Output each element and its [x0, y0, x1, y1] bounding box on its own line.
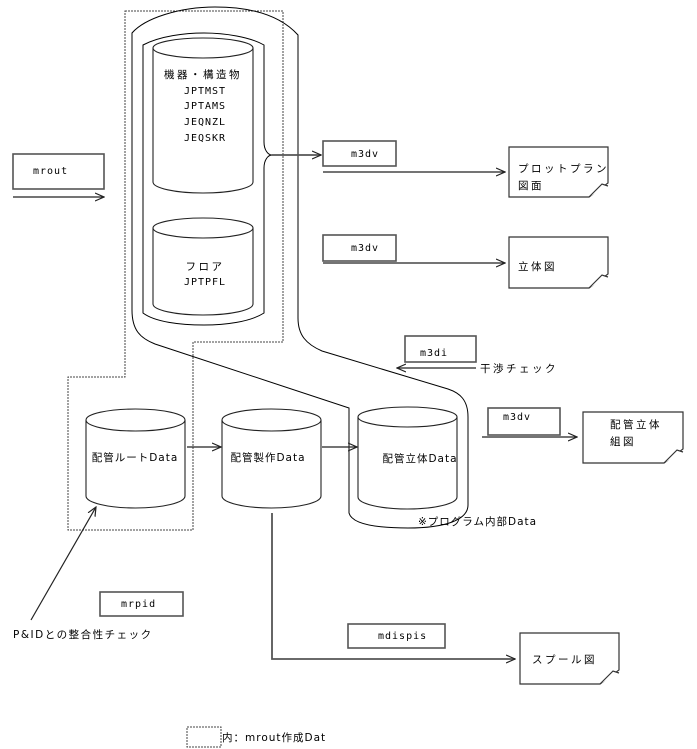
m3di-tool-label: m3di [420, 348, 448, 359]
spool-document: スプール図 [519, 632, 620, 685]
db-item: JPTAMS [184, 101, 226, 112]
pipe-3d-database: 配管立体Data [357, 406, 458, 510]
legend-label: 内：mrout作成Dat [222, 731, 326, 744]
m3dv-3d-tool-label: m3dv [351, 243, 379, 254]
three-d-view-document: 立体図 [508, 236, 609, 289]
mdispis-tool-box [347, 623, 446, 649]
equipment-database: 機器・構造物 JPTMST JPTAMS JEQNZL JEQSKR [152, 37, 254, 194]
pipe-3d-database-label: 配管立体Data [382, 452, 457, 465]
plot-plan-document: プロットプラン 図面 [508, 146, 609, 198]
db-item: JEQNZL [184, 117, 226, 128]
m3dv-assembly-tool-box [487, 407, 561, 436]
pipe-assembly-label-line2: 組図 [610, 435, 636, 448]
mrpid-tool-box [99, 591, 184, 617]
interference-check-label: 干渉チェック [480, 362, 558, 375]
floor-database-title: フロア [186, 261, 225, 273]
mrout-tool-label: mrout [33, 166, 68, 177]
master-data-outline [142, 32, 273, 326]
spool-arrow [271, 513, 515, 659]
m3dv-plot-tool-box [322, 140, 397, 167]
legend: 内：mrout作成Dat [186, 726, 326, 748]
spool-label: スプール図 [532, 654, 597, 666]
mrout-data-region [67, 10, 284, 531]
legend-dashed-box [186, 726, 222, 748]
pipe-assembly-label-line1: 配管立体 [610, 418, 662, 431]
pid-check-label: P&IDとの整合性チェック [13, 628, 153, 641]
db-item: JPTMST [184, 86, 226, 97]
pipe-assembly-document: 配管立体 組図 [582, 411, 684, 464]
three-d-view-label: 立体図 [518, 260, 557, 273]
pipe-fabrication-database: 配管製作Data [221, 408, 322, 509]
plot-plan-label-line2: 図面 [518, 180, 544, 192]
pipe-route-database: 配管ルートData [85, 408, 186, 509]
plot-plan-label-line1: プロットプラン [518, 163, 609, 175]
m3dv-3d-tool-box [322, 234, 397, 262]
mrout-tool-box [12, 153, 105, 190]
mdispis-tool-label: mdispis [378, 631, 427, 642]
m3dv-plot-tool-label: m3dv [351, 149, 379, 160]
db-item: JEQSKR [184, 133, 226, 144]
pipe-route-database-label: 配管ルートData [92, 451, 179, 464]
equipment-database-title: 機器・構造物 [164, 68, 242, 81]
program-internal-outline [131, 6, 469, 529]
m3dv-assembly-tool-label: m3dv [503, 412, 531, 423]
pid-check-arrow [30, 507, 96, 621]
pipe-fabrication-database-label: 配管製作Data [230, 451, 305, 464]
mrpid-tool-label: mrpid [121, 599, 156, 610]
m3di-tool-box [404, 335, 477, 363]
db-item: JPTPFL [184, 277, 226, 288]
floor-database: フロア JPTPFL [152, 217, 254, 316]
program-internal-note: ※プログラム内部Data [418, 515, 537, 528]
